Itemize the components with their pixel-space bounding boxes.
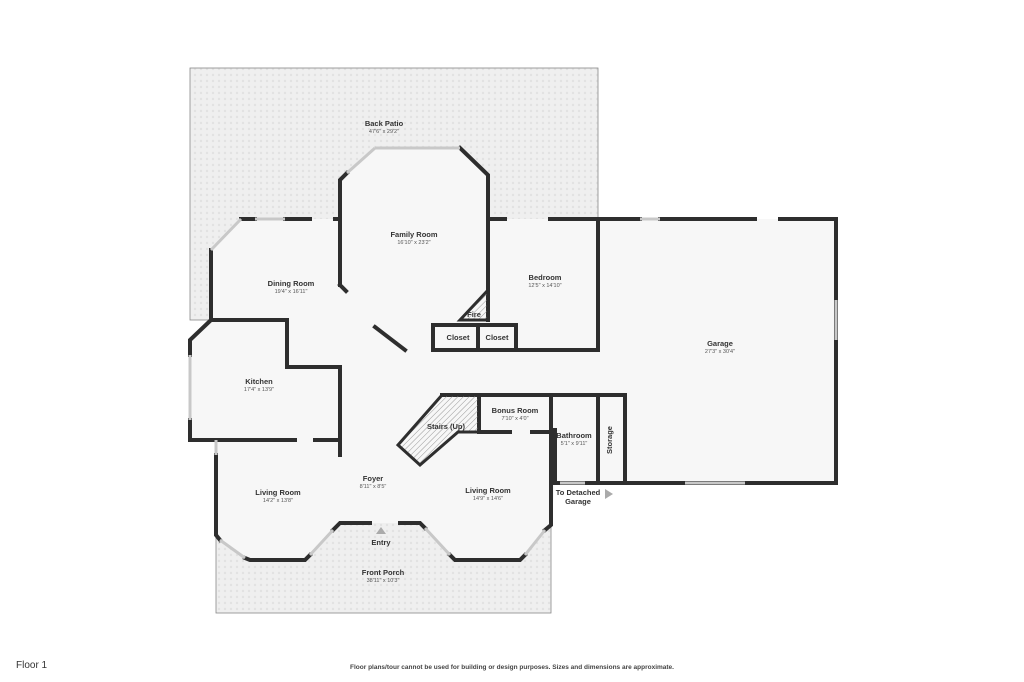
closet-label: Closet [486, 333, 509, 342]
storage-label: Storage [605, 426, 614, 454]
room-dims: 5'1" x 9'11" [561, 441, 588, 447]
exit-arrow-icon[interactable] [605, 489, 613, 499]
room-dims: 17'4" x 13'9" [244, 387, 274, 393]
room-dims: 12'5" x 14'10" [528, 283, 561, 289]
room-label: Garage [707, 339, 733, 348]
room-label: Living Room [465, 486, 511, 495]
interior-floor [190, 148, 836, 560]
room-dims: 19'4" x 16'11" [275, 289, 308, 295]
detached-garage-label: To Detached [556, 488, 601, 497]
stairs[interactable] [395, 393, 481, 468]
fireplace-label: Fire [467, 310, 481, 319]
room-label: Back Patio [365, 119, 404, 128]
detached-garage-label: Garage [565, 497, 591, 506]
room-dims: 27'3" x 30'4" [705, 349, 735, 355]
floor-label: Floor 1 [16, 660, 48, 671]
room-dims: 38'11" x 10'3" [367, 578, 400, 584]
room-label: Living Room [255, 488, 301, 497]
room-label: Bathroom [556, 431, 592, 440]
room-dims: 16'10" x 23'2" [397, 240, 430, 246]
entry-label: Entry [371, 538, 391, 547]
entry-arrow-icon [376, 527, 386, 534]
room-label: Foyer [363, 474, 384, 483]
fireplace [456, 286, 490, 322]
room-label: Bedroom [529, 273, 562, 282]
room-dims: 14'2" x 13'8" [263, 498, 293, 504]
room-dims: 47'6" x 29'2" [369, 129, 399, 135]
windows [188, 146, 838, 560]
closet-label: Closet [447, 333, 470, 342]
room-dims: 8'11" x 8'5" [360, 484, 387, 490]
room-label: Bonus Room [492, 406, 539, 415]
stairs-label: Stairs (Up) [427, 422, 465, 431]
room-label: Dining Room [268, 279, 315, 288]
room-label: Front Porch [362, 568, 405, 577]
room-label: Family Room [390, 230, 437, 239]
room-label: Kitchen [245, 377, 273, 386]
room-dims: 7'10" x 4'0" [501, 416, 528, 422]
disclaimer: Floor plans/tour cannot be used for buil… [350, 664, 674, 671]
room-dims: 14'9" x 14'6" [473, 496, 503, 502]
